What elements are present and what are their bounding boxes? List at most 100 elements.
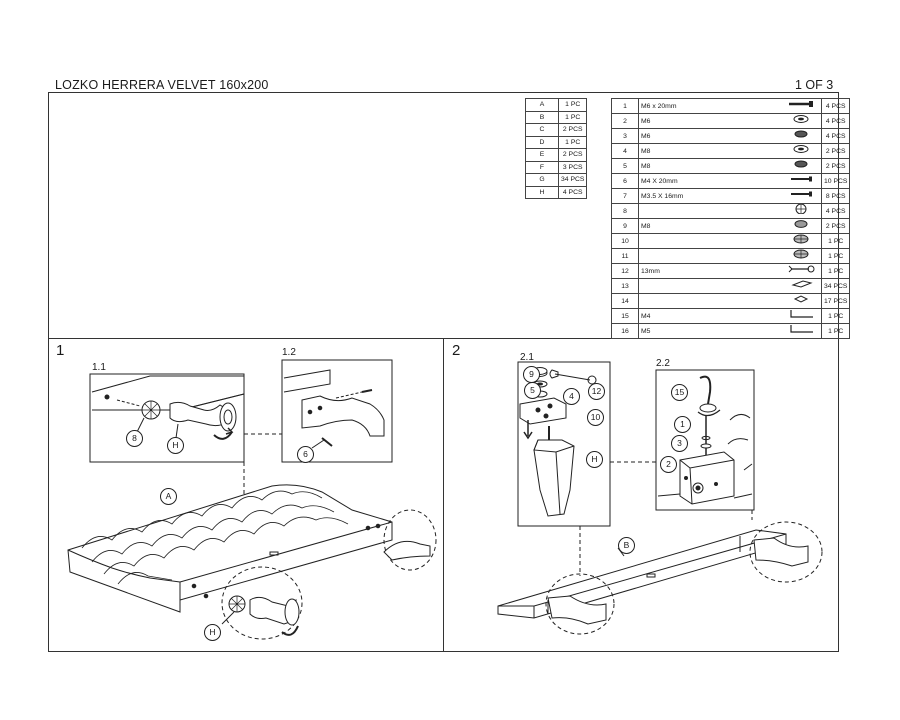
part-quantity: 2 PCS xyxy=(557,123,588,137)
hardware-spec xyxy=(638,278,783,294)
part-quantity: 2 PCS xyxy=(557,148,588,162)
hardware-quantity: 4 PCS xyxy=(820,128,851,144)
callout-hw-4: 4 xyxy=(563,388,580,405)
part-quantity: 1 PC xyxy=(557,98,588,112)
step-1-number: 1 xyxy=(56,342,65,359)
hardware-spec: M3.5 X 16mm xyxy=(638,188,783,204)
step-1-2-label: 1.2 xyxy=(282,347,296,358)
callout-hw-1: 1 xyxy=(674,416,691,433)
hardware-quantity: 1 PC xyxy=(820,233,851,249)
callout-hw-8: 8 xyxy=(126,430,143,447)
bracket-icon xyxy=(783,248,822,264)
spring-washer-icon xyxy=(783,128,822,144)
hardware-spec xyxy=(638,203,783,219)
slat-holder-icon xyxy=(783,278,822,294)
hardware-spec: M6 xyxy=(638,113,783,129)
hardware-number: 14 xyxy=(611,293,639,309)
hardware-quantity: 4 PCS xyxy=(820,98,851,114)
callout-part-B: B xyxy=(618,537,635,554)
part-letter: H xyxy=(525,185,559,199)
step-2-2-label: 2.2 xyxy=(656,358,670,369)
part-letter: D xyxy=(525,135,559,149)
hardware-number: 2 xyxy=(611,113,639,129)
hardware-number: 5 xyxy=(611,158,639,174)
hardware-spec xyxy=(638,233,783,249)
nut-icon xyxy=(783,218,822,234)
hardware-quantity: 1 PC xyxy=(820,308,851,324)
hardware-number: 6 xyxy=(611,173,639,189)
callout-part-H: H xyxy=(586,451,603,468)
washer-icon xyxy=(783,143,822,159)
hardware-spec: M8 xyxy=(638,158,783,174)
hardware-quantity: 10 PCS xyxy=(820,173,851,189)
washer-icon xyxy=(783,113,822,129)
hardware-row: 8 4 PCS xyxy=(611,203,851,219)
step-2-1-label: 2.1 xyxy=(520,352,534,363)
vertical-divider xyxy=(443,338,444,652)
part-quantity: 3 PCS xyxy=(557,160,588,174)
document-title: LOZKO HERRERA VELVET 160x200 xyxy=(55,78,269,92)
hardware-quantity: 4 PCS xyxy=(820,203,851,219)
hardware-number: 16 xyxy=(611,323,639,339)
callout-hw-5: 5 xyxy=(524,382,541,399)
part-letter: C xyxy=(525,123,559,137)
hardware-spec: M5 xyxy=(638,323,783,339)
callout-hw-3: 3 xyxy=(671,435,688,452)
bracket-icon xyxy=(783,233,822,249)
hardware-quantity: 2 PCS xyxy=(820,218,851,234)
part-letter: E xyxy=(525,148,559,162)
callout-part-A: A xyxy=(160,488,177,505)
step-2-number: 2 xyxy=(452,342,461,359)
hardware-number: 1 xyxy=(611,98,639,114)
hardware-quantity: 17 PCS xyxy=(820,293,851,309)
hardware-spec xyxy=(638,248,783,264)
hardware-spec: 13mm xyxy=(638,263,783,279)
page-number: 1 OF 3 xyxy=(795,78,834,92)
callout-hw-15: 15 xyxy=(671,384,688,401)
allen-key-icon xyxy=(783,323,822,339)
hardware-number: 9 xyxy=(611,218,639,234)
hardware-number: 10 xyxy=(611,233,639,249)
hardware-quantity: 34 PCS xyxy=(820,278,851,294)
part-letter: F xyxy=(525,160,559,174)
hardware-number: 4 xyxy=(611,143,639,159)
part-letter: A xyxy=(525,98,559,112)
hardware-spec: M6 xyxy=(638,128,783,144)
part-letter: B xyxy=(525,110,559,124)
bolt-icon xyxy=(783,98,822,114)
part-quantity: 1 PC xyxy=(557,135,588,149)
hardware-number: 8 xyxy=(611,203,639,219)
hardware-number: 11 xyxy=(611,248,639,264)
hardware-number: 3 xyxy=(611,128,639,144)
screw-icon xyxy=(783,188,822,204)
slat-cap-icon xyxy=(783,293,822,309)
part-letter: G xyxy=(525,173,559,187)
hardware-quantity: 1 PC xyxy=(820,248,851,264)
hardware-spec: M8 xyxy=(638,218,783,234)
callout-part-H: H xyxy=(167,437,184,454)
callout-hw-9: 9 xyxy=(523,366,540,383)
hardware-row: 11 1 PC xyxy=(611,248,851,264)
hardware-row: 10 1 PC xyxy=(611,233,851,249)
hardware-quantity: 1 PC xyxy=(820,263,851,279)
callout-hw-10: 10 xyxy=(587,409,604,426)
part-quantity: 4 PCS xyxy=(557,185,588,199)
